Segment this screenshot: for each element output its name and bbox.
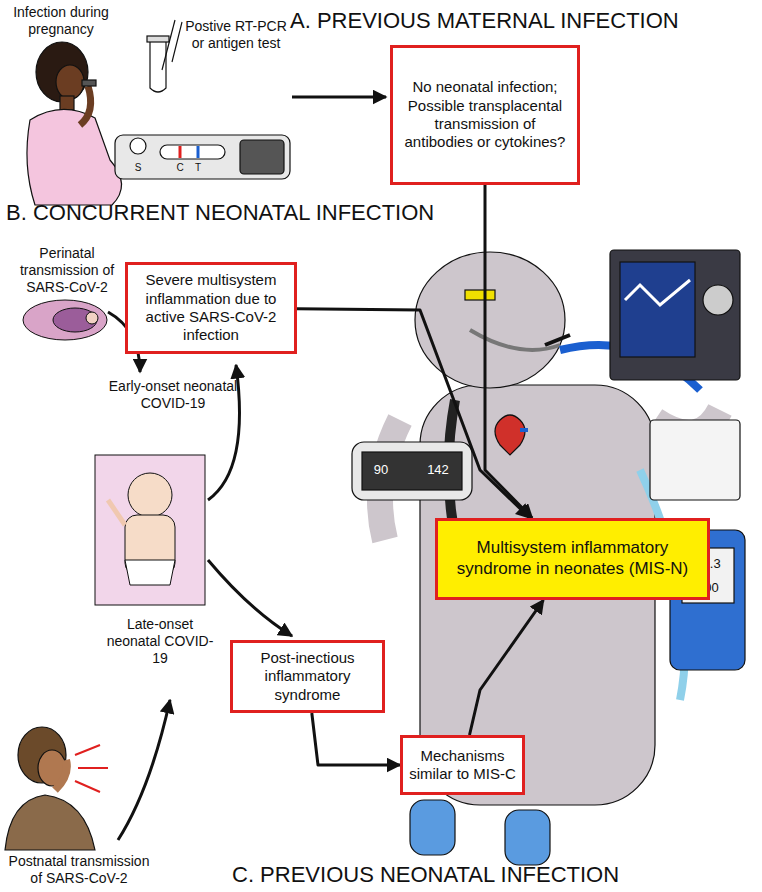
highlight-box: Multisystem inflammatory syndrome in neo…: [435, 518, 710, 600]
caption-text: Infection during pregnancy: [6, 4, 116, 38]
uterus: [23, 300, 107, 340]
caption-text: Postnatal transmission of SARS-CoV-2: [4, 853, 154, 887]
test-mark: S: [131, 162, 145, 174]
antigen-cassette: [115, 135, 290, 179]
section-heading: B. CONCURRENT NEONATAL INFECTION: [6, 200, 476, 226]
test-tube: [147, 20, 182, 92]
intubated-neonate: [380, 252, 720, 865]
small-baby: [95, 455, 205, 605]
box-text: Mechanisms similar to MIS-C: [409, 747, 516, 784]
patient-monitor: [352, 442, 472, 500]
box-text: Severe multisystem inflammation due to a…: [134, 271, 288, 344]
section-heading: C. PREVIOUS NEONATAL INFECTION: [232, 862, 760, 888]
arrow: [118, 700, 170, 840]
monitor-value: 90: [366, 462, 396, 478]
pregnant-woman: [27, 42, 122, 205]
process-box: Mechanisms similar to MIS-C: [400, 735, 525, 795]
connector-arrow: [312, 713, 400, 765]
process-box: Severe multisystem inflammation due to a…: [125, 262, 297, 354]
section-heading: A. PREVIOUS MATERNAL INFECTION: [290, 8, 760, 34]
caption-text: Postive RT-PCR or antigen test: [180, 18, 292, 52]
process-box: No neonatal infection; Possible transpla…: [390, 45, 580, 185]
test-mark: T: [191, 162, 205, 174]
connector-arrow: [470, 600, 544, 735]
connector-arrow: [485, 185, 532, 518]
test-mark: C: [173, 162, 187, 174]
process-box: Post-inectious inflammatory syndrome: [230, 640, 385, 713]
ventilator: [610, 250, 745, 670]
caption-text: Perinatal transmission of SARS-CoV-2: [8, 245, 126, 295]
connector-arrow: [297, 309, 530, 518]
caption-text: Late-onset neonatal COVID-19: [100, 616, 220, 666]
box-text: No neonatal infection; Possible transpla…: [399, 78, 571, 151]
arrow: [208, 560, 292, 636]
box-text: Post-inectious inflammatory syndrome: [239, 649, 376, 704]
arrow: [292, 96, 386, 99]
caption-text: Early-onset neonatal COVID-19: [108, 378, 238, 412]
box-text: Multisystem inflammatory syndrome in neo…: [444, 538, 701, 579]
coughing-woman: [5, 727, 108, 850]
monitor-value: 142: [420, 462, 456, 478]
